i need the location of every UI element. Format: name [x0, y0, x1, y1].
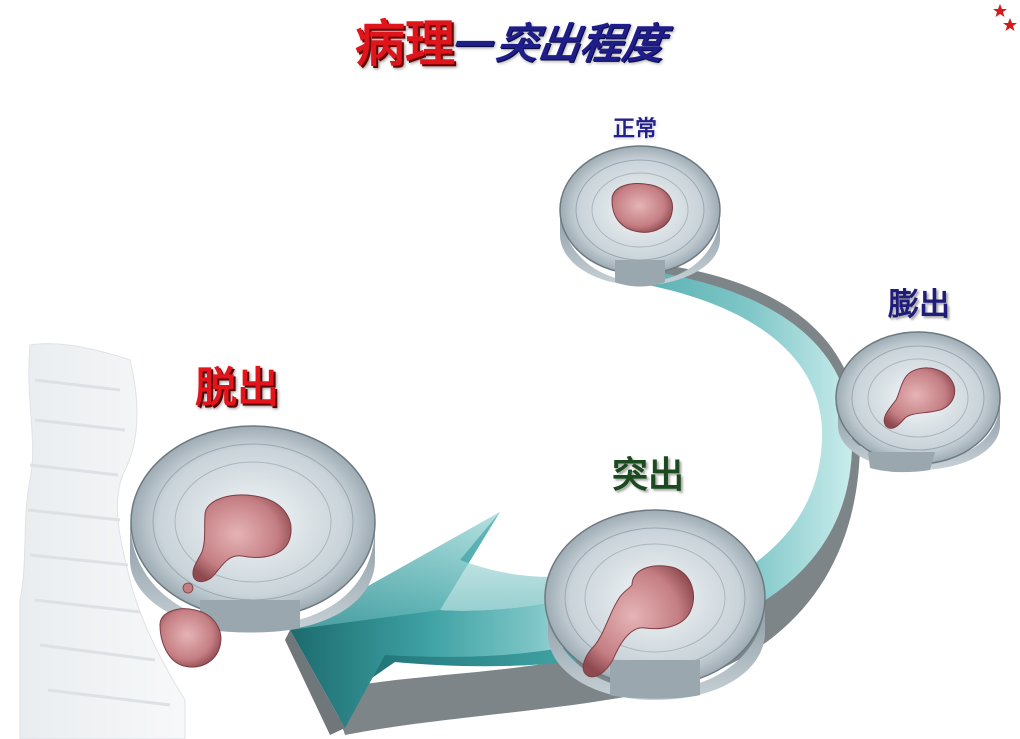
- disc-extrusion: [130, 425, 376, 668]
- title-sub: 突出程度: [493, 18, 669, 68]
- star-decoration-icon: [993, 4, 1017, 31]
- label-normal: 正常: [613, 117, 658, 142]
- spine-illustration: [19, 343, 186, 739]
- label-bulge: 膨出: [888, 287, 950, 323]
- title-main: 病理: [354, 15, 455, 73]
- title-dash: —: [451, 15, 501, 65]
- disc-bulge: [835, 331, 1001, 473]
- disc-normal: [559, 145, 721, 287]
- page-title: 病理—突出程度: [0, 4, 1020, 78]
- disc-protrusion: [544, 509, 766, 700]
- label-protrusion: 突出: [612, 455, 685, 496]
- label-extrusion: 脱出: [195, 363, 280, 412]
